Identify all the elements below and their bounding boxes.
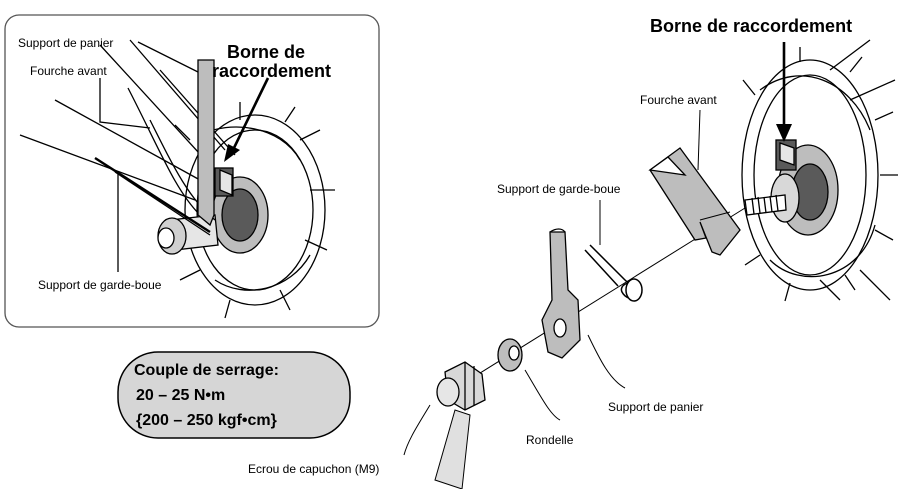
inset-arrow <box>230 77 270 153</box>
inset-label-borne-line1: Borne de <box>227 42 306 62</box>
main-label-fourche-avant: Fourche avant <box>640 93 717 107</box>
inset-hub-illustration <box>19 39 335 319</box>
main-label-support-panier: Support de panier <box>608 400 704 414</box>
torque-kgfcm: {200 – 250 kgf•cm} <box>136 412 277 429</box>
main-label-support-garde-boue: Support de garde-boue <box>497 182 621 196</box>
carrier-stay-part <box>541 228 581 359</box>
main-label-ecrou: Ecrou de capuchon (M9) <box>248 462 380 476</box>
cap-nut-part <box>436 361 486 411</box>
inset-label-borne-line2: raccordement <box>212 61 332 81</box>
inset-label-support-garde-boue: Support de garde-boue <box>38 278 162 292</box>
main-label-borne: Borne de raccordement <box>650 16 853 36</box>
leader-lines <box>403 109 701 456</box>
torque-nm: 20 – 25 N•m <box>136 387 226 404</box>
wrench-handle <box>434 409 471 489</box>
washer-part <box>497 338 523 372</box>
main-label-rondelle: Rondelle <box>526 433 574 447</box>
torque-spec: Couple de serrage: 20 – 25 N•m {200 – 25… <box>122 356 350 436</box>
fork-end <box>648 147 741 256</box>
inset-label-support-panier: Support de panier <box>18 36 114 50</box>
torque-title: Couple de serrage: <box>134 362 279 379</box>
main-hub-illustration <box>741 39 898 302</box>
inset-label-fourche-avant: Fourche avant <box>30 64 107 78</box>
torque-pill <box>117 351 351 439</box>
fender-stay-part <box>584 244 643 302</box>
